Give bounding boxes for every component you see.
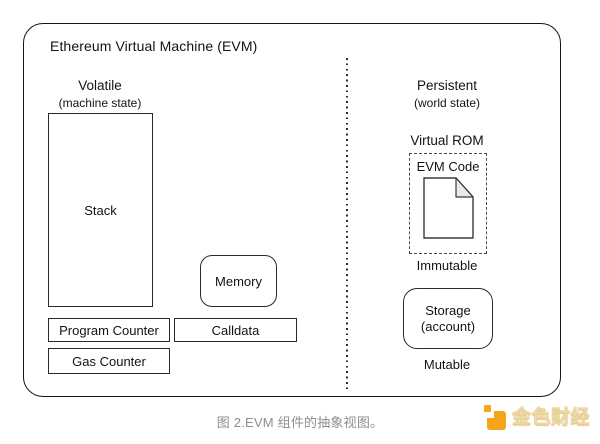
- evm-code-label: EVM Code: [416, 159, 480, 174]
- persistent-heading: Persistent: [416, 78, 478, 93]
- mutable-label: Mutable: [423, 357, 471, 372]
- immutable-label: Immutable: [416, 258, 478, 273]
- program-counter-box: Program Counter: [48, 318, 170, 342]
- world-state-subheading: (world state): [413, 96, 481, 110]
- gas-counter-box: Gas Counter: [48, 348, 170, 374]
- virtual-rom-label: Virtual ROM: [410, 133, 484, 148]
- storage-label-line1: Storage: [425, 302, 471, 318]
- program-counter-label: Program Counter: [59, 322, 159, 338]
- memory-box: Memory: [200, 255, 277, 307]
- stack-label: Stack: [84, 202, 117, 218]
- storage-box: Storage (account): [403, 288, 493, 349]
- storage-label-line2: (account): [420, 318, 476, 334]
- figure-caption: 图 2.EVM 组件的抽象视图。: [216, 415, 384, 430]
- volatile-heading: Volatile: [78, 78, 122, 93]
- logo-dot: [484, 405, 491, 412]
- machine-state-subheading: (machine state): [58, 96, 142, 110]
- calldata-box: Calldata: [174, 318, 297, 342]
- stack-box: Stack: [48, 113, 153, 307]
- logo-notch: [485, 409, 494, 418]
- gas-counter-label: Gas Counter: [72, 353, 146, 369]
- diagram-title: Ethereum Virtual Machine (EVM): [50, 38, 258, 54]
- jinse-finance-watermark: 金色财经: [484, 405, 590, 430]
- calldata-label: Calldata: [211, 322, 260, 338]
- jinse-finance-logo-icon: [484, 405, 507, 430]
- volatile-persistent-divider: [346, 58, 348, 393]
- document-icon: [422, 177, 474, 239]
- jinse-finance-brand-text: 金色财经: [512, 407, 591, 428]
- memory-label: Memory: [215, 273, 262, 289]
- virtual-rom-dashed-box: EVM Code: [409, 153, 487, 254]
